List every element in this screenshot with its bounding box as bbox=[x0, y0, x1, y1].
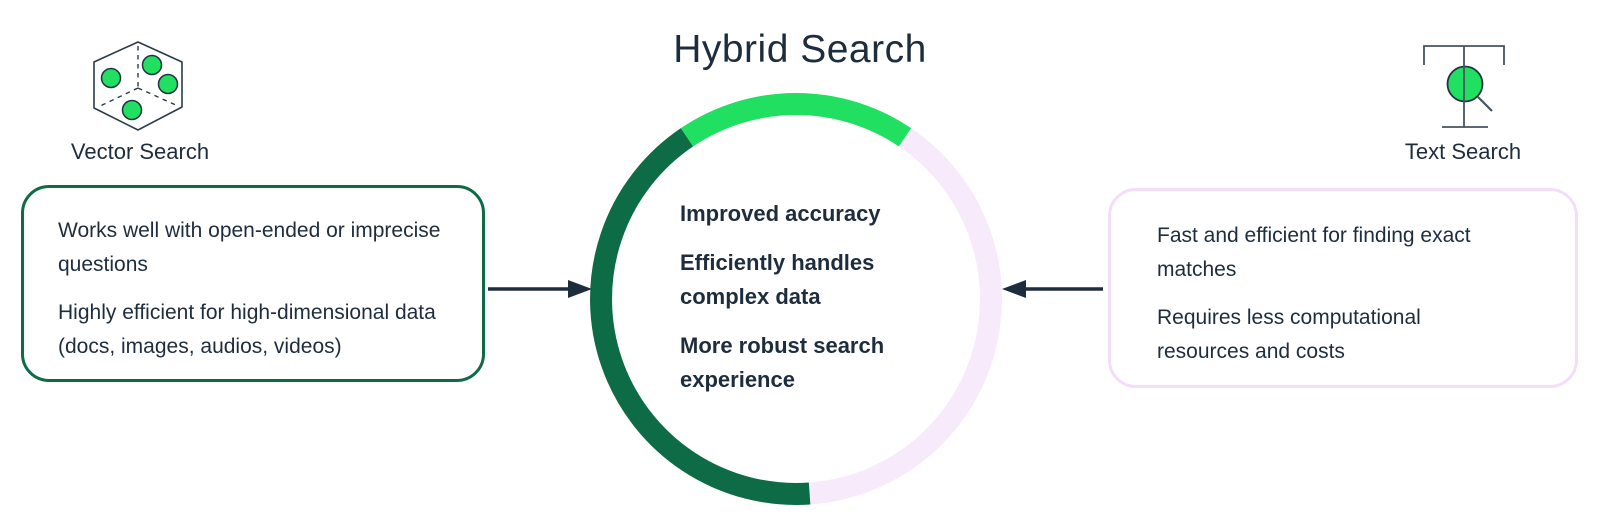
right-arrow bbox=[1002, 280, 1103, 298]
text-search-label: Text Search bbox=[1404, 139, 1522, 164]
text-point: Fast and efficient for finding exact mat… bbox=[1157, 224, 1471, 281]
hybrid-benefits-list: Improved accuracy Efficiently handles co… bbox=[680, 197, 930, 412]
ring-segment-hybrid-overlap bbox=[680, 92, 912, 147]
hybrid-benefit: Improved accuracy bbox=[680, 201, 881, 226]
vector-point: Highly efficient for high-dimensional da… bbox=[58, 301, 436, 358]
text-point: Requires less computational resources an… bbox=[1157, 306, 1421, 363]
vector-point: Works well with open-ended or imprecise … bbox=[58, 219, 441, 276]
text-magnifier-icon bbox=[1423, 45, 1505, 128]
vector-search-card: Works well with open-ended or imprecise … bbox=[21, 185, 485, 382]
hybrid-benefit: Efficiently handles complex data bbox=[680, 250, 875, 309]
text-search-card: Fast and efficient for finding exact mat… bbox=[1108, 188, 1578, 388]
page-title: Hybrid Search bbox=[673, 28, 927, 71]
vector-cube-icon bbox=[93, 41, 183, 131]
hybrid-benefit: More robust search experience bbox=[680, 333, 885, 392]
left-arrow bbox=[488, 280, 592, 298]
vector-search-label: Vector Search bbox=[70, 139, 210, 164]
